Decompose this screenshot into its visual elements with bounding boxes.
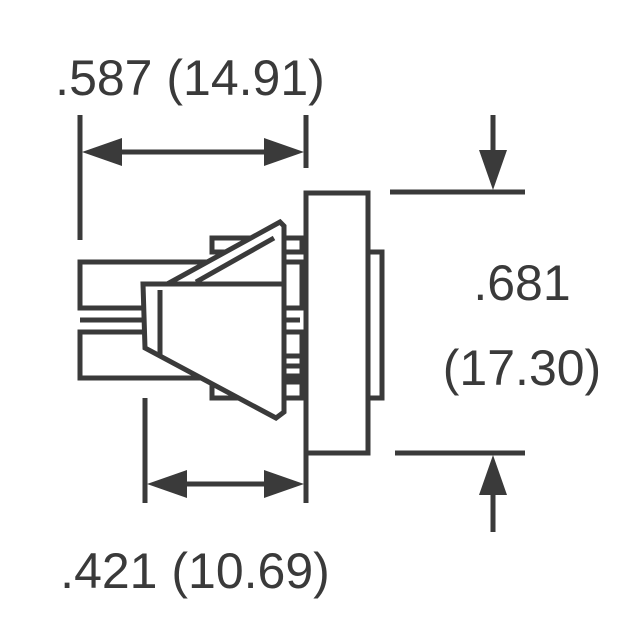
- front-face: [365, 249, 385, 401]
- body-length-dimension: .421 (10.69): [60, 398, 330, 599]
- arrow-body-left-icon: [147, 470, 187, 498]
- height-mm-label: (17.30): [443, 340, 601, 396]
- arrow-left-icon: [82, 138, 122, 166]
- overall-length-dimension: .587 (14.91): [55, 50, 325, 240]
- arrow-right-icon: [264, 138, 304, 166]
- component-outline: [77, 190, 385, 456]
- top-fin-inner: [194, 235, 276, 285]
- overall-length-label: .587 (14.91): [55, 50, 325, 106]
- body-length-label: .421 (10.69): [60, 543, 330, 599]
- arrow-down-icon: [479, 150, 507, 190]
- height-inch-label: .681: [473, 255, 570, 311]
- top-fin: [158, 218, 287, 291]
- arrow-body-right-icon: [264, 470, 304, 498]
- tapered-body: [140, 281, 287, 421]
- arrow-up-icon: [479, 455, 507, 495]
- front-flange: [303, 190, 371, 456]
- height-dimension: .681 (17.30): [390, 115, 601, 532]
